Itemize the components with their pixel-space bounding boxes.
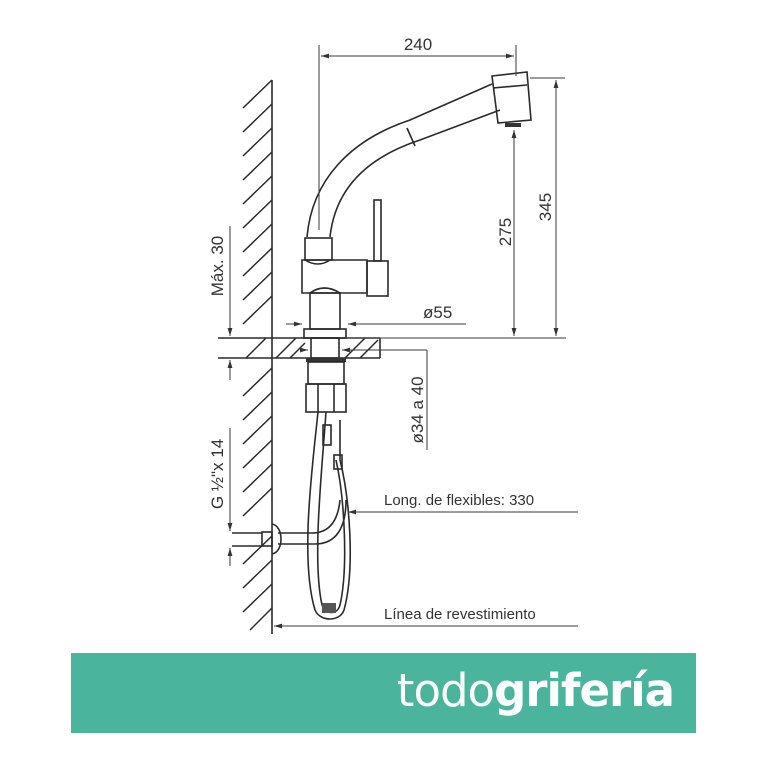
- dim-g12x14: G ½"x 14: [208, 439, 227, 509]
- countertop: [218, 337, 381, 359]
- brand-banner: todogrifería: [71, 653, 696, 733]
- brand-name-light: todo: [396, 664, 495, 717]
- dim-275: 275: [496, 218, 515, 246]
- dim-345: 345: [536, 193, 555, 221]
- brand-name-bold: grifería: [494, 664, 675, 717]
- dimension-lines: [227, 45, 578, 629]
- hose-length-label: Long. de flexibles: 330: [384, 492, 534, 509]
- dim-o55: ø55: [423, 303, 452, 322]
- faucet-technical-drawing: 240 275 345 ø55 Máx. 30 ø34 a 40 G ½"x 1…: [208, 35, 578, 634]
- faucet: [232, 71, 532, 620]
- dim-max30: Máx. 30: [208, 236, 227, 296]
- wall-line-label: Línea de revestimiento: [384, 606, 536, 623]
- dim-240: 240: [404, 35, 432, 54]
- dim-o34-40: ø34 a 40: [408, 376, 427, 443]
- brand-logo: todogrifería: [396, 663, 675, 719]
